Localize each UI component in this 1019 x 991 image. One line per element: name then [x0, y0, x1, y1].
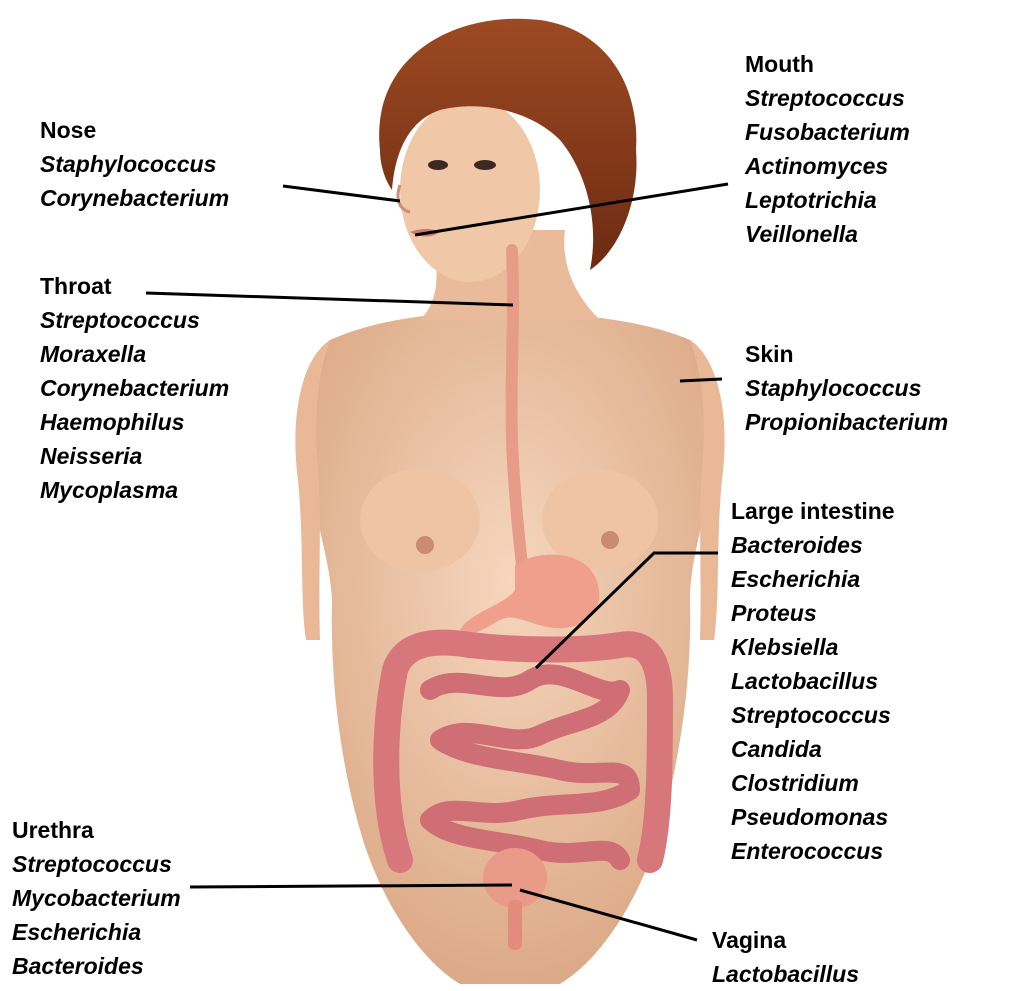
urethra-leader: [190, 885, 512, 887]
large-intestine-organism: Candida: [731, 732, 895, 766]
large-intestine-organism: Escherichia: [731, 562, 895, 596]
nose-leader: [283, 186, 400, 201]
nose-heading: Nose: [40, 113, 229, 147]
throat-organism: Mycoplasma: [40, 473, 229, 507]
nose-organism: Corynebacterium: [40, 181, 229, 215]
right-breast: [542, 470, 658, 570]
large-intestine-organism: Pseudomonas: [731, 800, 895, 834]
vagina-heading: Vagina: [712, 923, 859, 957]
skin-label: Skin Staphylococcus Propionibacterium: [745, 337, 948, 439]
large-intestine-organism: Proteus: [731, 596, 895, 630]
mouth-organism: Actinomyces: [745, 149, 910, 183]
mouth-organism: Leptotrichia: [745, 183, 910, 217]
large-intestine-heading: Large intestine: [731, 494, 895, 528]
urethra-organism: Streptococcus: [12, 847, 181, 881]
large-intestine-label: Large intestine Bacteroides Escherichia …: [731, 494, 895, 868]
eye-right: [474, 160, 496, 170]
skin-leader: [680, 379, 722, 381]
throat-organism: Haemophilus: [40, 405, 229, 439]
throat-label: Throat Streptococcus Moraxella Corynebac…: [40, 269, 229, 507]
large-intestine-organism: Enterococcus: [731, 834, 895, 868]
face: [400, 98, 540, 282]
mouth-heading: Mouth: [745, 47, 910, 81]
mouth-organism: Streptococcus: [745, 81, 910, 115]
left-breast: [360, 468, 480, 572]
mouth-organism: Veillonella: [745, 217, 910, 251]
large-intestine-organism: Streptococcus: [731, 698, 895, 732]
nose-organism: Staphylococcus: [40, 147, 229, 181]
throat-organism: Moraxella: [40, 337, 229, 371]
urethra-tube: [508, 900, 522, 950]
urethra-label: Urethra Streptococcus Mycobacterium Esch…: [12, 813, 181, 983]
large-intestine-organism: Klebsiella: [731, 630, 895, 664]
throat-organism: Streptococcus: [40, 303, 229, 337]
throat-heading: Throat: [40, 269, 229, 303]
throat-organism: Neisseria: [40, 439, 229, 473]
large-intestine-organism: Lactobacillus: [731, 664, 895, 698]
skin-organism: Propionibacterium: [745, 405, 948, 439]
large-intestine-organism: Clostridium: [731, 766, 895, 800]
nose-label: Nose Staphylococcus Corynebacterium: [40, 113, 229, 215]
urethra-organism: Escherichia: [12, 915, 181, 949]
mouth-organism: Fusobacterium: [745, 115, 910, 149]
mouth-label: Mouth Streptococcus Fusobacterium Actino…: [745, 47, 910, 251]
eye-left: [428, 160, 448, 170]
right-nipple: [601, 531, 619, 549]
urethra-heading: Urethra: [12, 813, 181, 847]
large-intestine-organism: Bacteroides: [731, 528, 895, 562]
urethra-organism: Mycobacterium: [12, 881, 181, 915]
skin-organism: Staphylococcus: [745, 371, 948, 405]
throat-organism: Corynebacterium: [40, 371, 229, 405]
vagina-label: Vagina Lactobacillus: [712, 923, 859, 991]
urethra-organism: Bacteroides: [12, 949, 181, 983]
left-nipple: [416, 536, 434, 554]
skin-heading: Skin: [745, 337, 948, 371]
vagina-organism: Lactobacillus: [712, 957, 859, 991]
bladder: [483, 848, 547, 908]
